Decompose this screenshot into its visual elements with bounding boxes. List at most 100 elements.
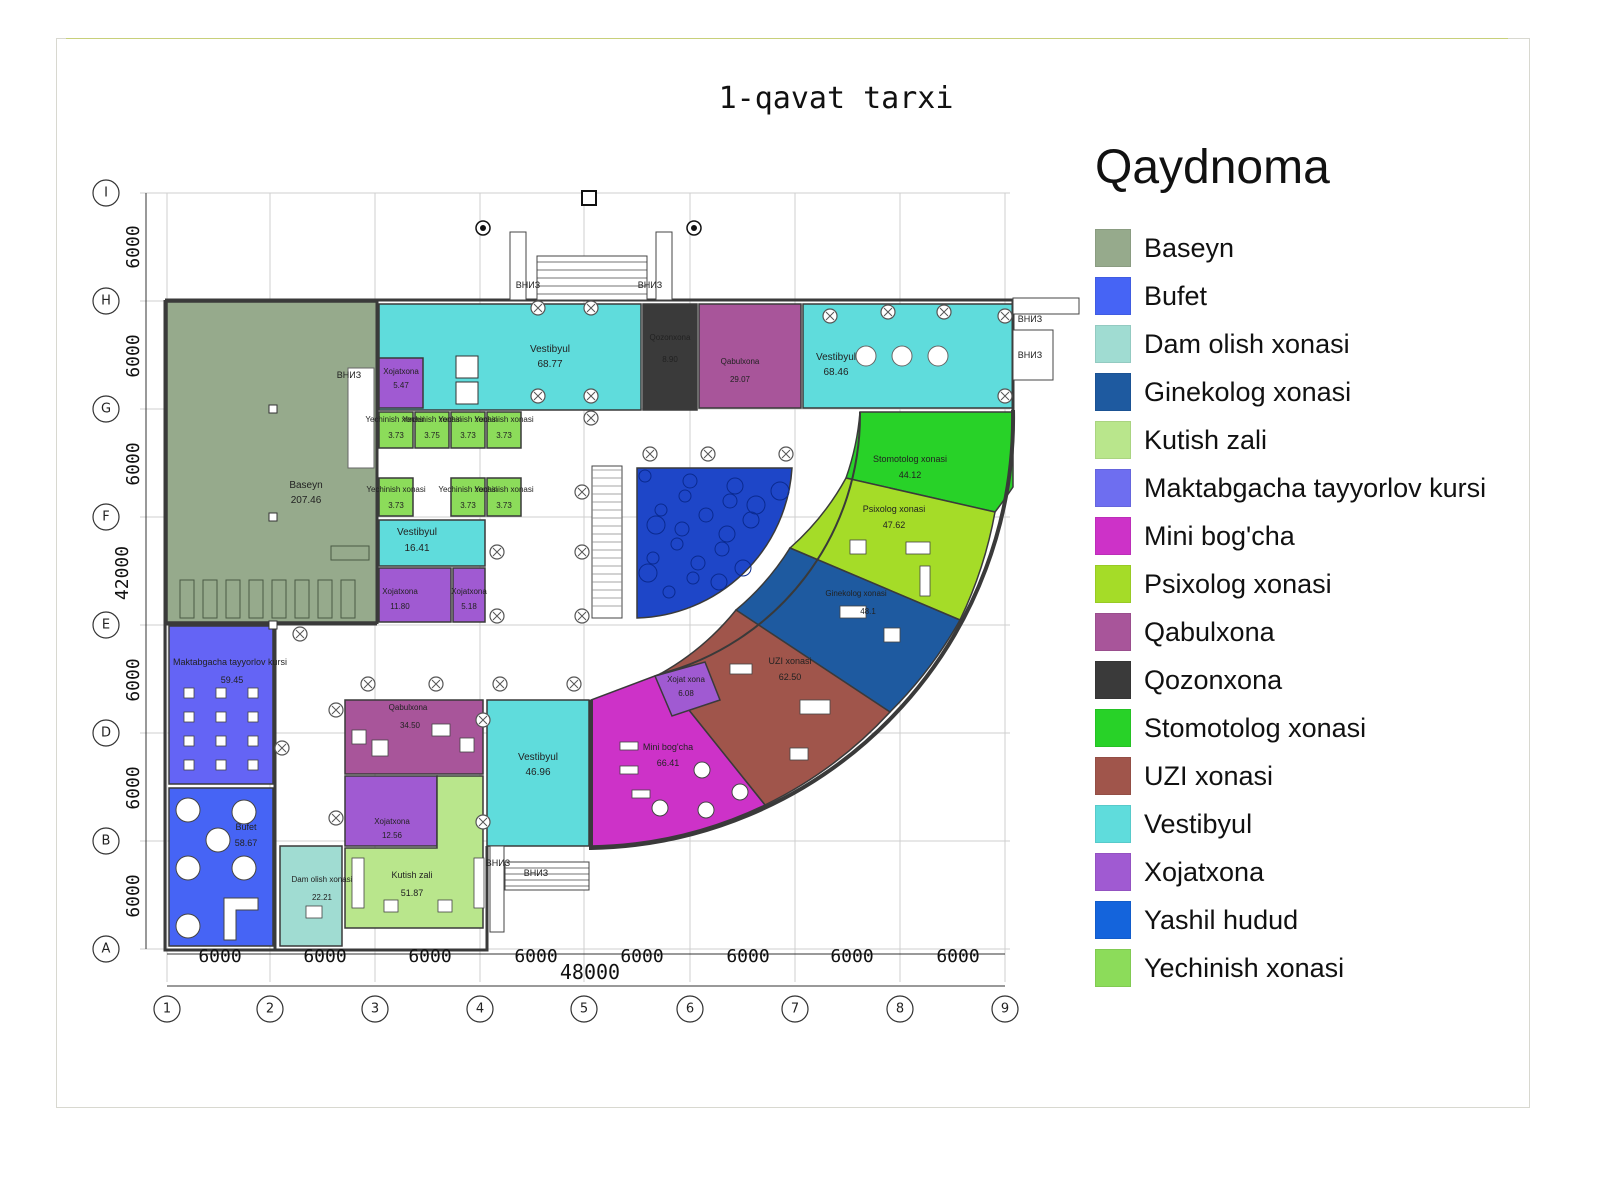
label-qabulxona-top: Qabulxona (721, 357, 760, 366)
legend-item: Psixolog xonasi (1095, 560, 1565, 608)
legend-item: Xojatxona (1095, 848, 1565, 896)
column-marker-cross (586, 413, 596, 423)
room-xojat-xona-arc (653, 661, 721, 717)
label-qabulxona-bottom: Qabulxona (389, 703, 428, 712)
axis-label: G (101, 402, 111, 417)
row-dim: 6000 (123, 874, 144, 917)
round-table (175, 797, 201, 823)
furniture (305, 905, 323, 919)
column-marker-cross (577, 547, 587, 557)
axis-label: A (102, 942, 111, 957)
axis-label: 9 (1001, 1002, 1009, 1017)
column-marker-cross (1000, 391, 1010, 401)
axis-bubble-row: H (92, 287, 120, 315)
room-yech-6 (450, 477, 486, 517)
col-dim: 6000 (726, 946, 769, 967)
legend-item: Dam olish xonasi (1095, 320, 1565, 368)
side-total-dim: 42000 (112, 546, 133, 600)
legend-swatch (1095, 805, 1131, 843)
legend-swatch (1095, 469, 1131, 507)
vegetation (638, 469, 652, 483)
legend-swatch (1095, 373, 1131, 411)
axis-bubble-col: 9 (991, 995, 1019, 1023)
vegetation (698, 507, 714, 523)
stair-label: ВНИЗ (1018, 350, 1042, 360)
furniture (351, 857, 365, 909)
room-maktabgacha (168, 625, 274, 785)
play-item (693, 761, 711, 779)
column-marker-cross (883, 307, 893, 317)
label-xojatxona-2: Xojatxona (382, 587, 418, 596)
legend-item: Yechinish xonasi (1095, 944, 1565, 992)
legend-swatch (1095, 517, 1131, 555)
label-ginekolog: Ginekolog xonasi (825, 589, 887, 598)
column-marker-dot (691, 225, 697, 231)
right-stair (1012, 297, 1080, 315)
stair-label: ВНИЗ (486, 858, 510, 868)
pool-lane (248, 579, 264, 619)
stair-label: ВНИЗ (516, 280, 540, 290)
entrance-pillar (655, 231, 673, 301)
column-marker-cross (825, 311, 835, 321)
room-yech-4 (486, 411, 522, 449)
label-yech-5: Yechinish xonasi (366, 485, 426, 494)
furniture (431, 723, 451, 737)
vegetation (654, 503, 668, 517)
area-vestibyul-small: 16.41 (404, 543, 429, 554)
vegetation (682, 473, 698, 489)
axis-bubble-row: B (92, 827, 120, 855)
area-qabulxona-top: 29.07 (730, 375, 751, 384)
row-dim: 6000 (123, 334, 144, 377)
label-xojatxona-1: Xojatxona (383, 367, 419, 376)
vegetation (722, 493, 738, 509)
pool-lane (225, 579, 241, 619)
vegetation (646, 515, 666, 535)
play-item (651, 799, 669, 817)
column-marker-cross (495, 679, 505, 689)
label-dam-olish: Dam olish xonasi (292, 875, 353, 884)
desk (183, 711, 195, 723)
axis-bubble-col: 2 (256, 995, 284, 1023)
medical-furniture (905, 541, 931, 555)
legend-swatch (1095, 229, 1131, 267)
dimension-labels: 6000 6000 6000 6000 6000 6000 42000 6000… (112, 225, 980, 984)
plan-details (163, 190, 1080, 952)
desk (215, 687, 227, 699)
room-yech-2 (414, 411, 450, 449)
column-marker-cross (577, 487, 587, 497)
medical-furniture (849, 539, 867, 555)
axis-bubble-col: 7 (781, 995, 809, 1023)
medical-furniture (839, 605, 867, 619)
pool-ladder (330, 545, 370, 561)
axis-label: 2 (266, 1002, 274, 1017)
area-uzi: 62.50 (779, 672, 802, 682)
area-xojatxona-1: 5.47 (393, 381, 409, 390)
label-stomotolog: Stomotolog xonasi (873, 454, 947, 464)
desk (183, 735, 195, 747)
label-yech-7: Yechinish xonasi (474, 485, 534, 494)
room-qozonxona (642, 303, 698, 411)
axis-bubble-col: 4 (466, 995, 494, 1023)
label-yech-6: Yechinish xonasi (438, 485, 498, 494)
room-qabulxona-top (698, 303, 802, 409)
legend-item: Yashil hudud (1095, 896, 1565, 944)
play-item (731, 783, 749, 801)
label-yech-2: Yechinish xonasi (402, 415, 462, 424)
column-marker-cross (1000, 311, 1010, 321)
marker-square (581, 190, 597, 206)
column-marker-cross (363, 679, 373, 689)
area-psixolog: 47.62 (883, 520, 906, 530)
desk (247, 711, 259, 723)
area-yech-1: 3.73 (388, 431, 404, 440)
column-marker-cross (492, 547, 502, 557)
column-marker-cross (492, 611, 502, 621)
area-baseyn: 207.46 (291, 495, 322, 506)
area-vestibyul-bottom: 46.96 (525, 767, 550, 778)
column-marker-cross (331, 705, 341, 715)
column-square (268, 404, 278, 414)
medical-furniture (883, 627, 901, 643)
col-dim: 6000 (408, 946, 451, 967)
axis-bubble-col: 8 (886, 995, 914, 1023)
round-table (855, 345, 877, 367)
column-marker-dot (480, 225, 486, 231)
